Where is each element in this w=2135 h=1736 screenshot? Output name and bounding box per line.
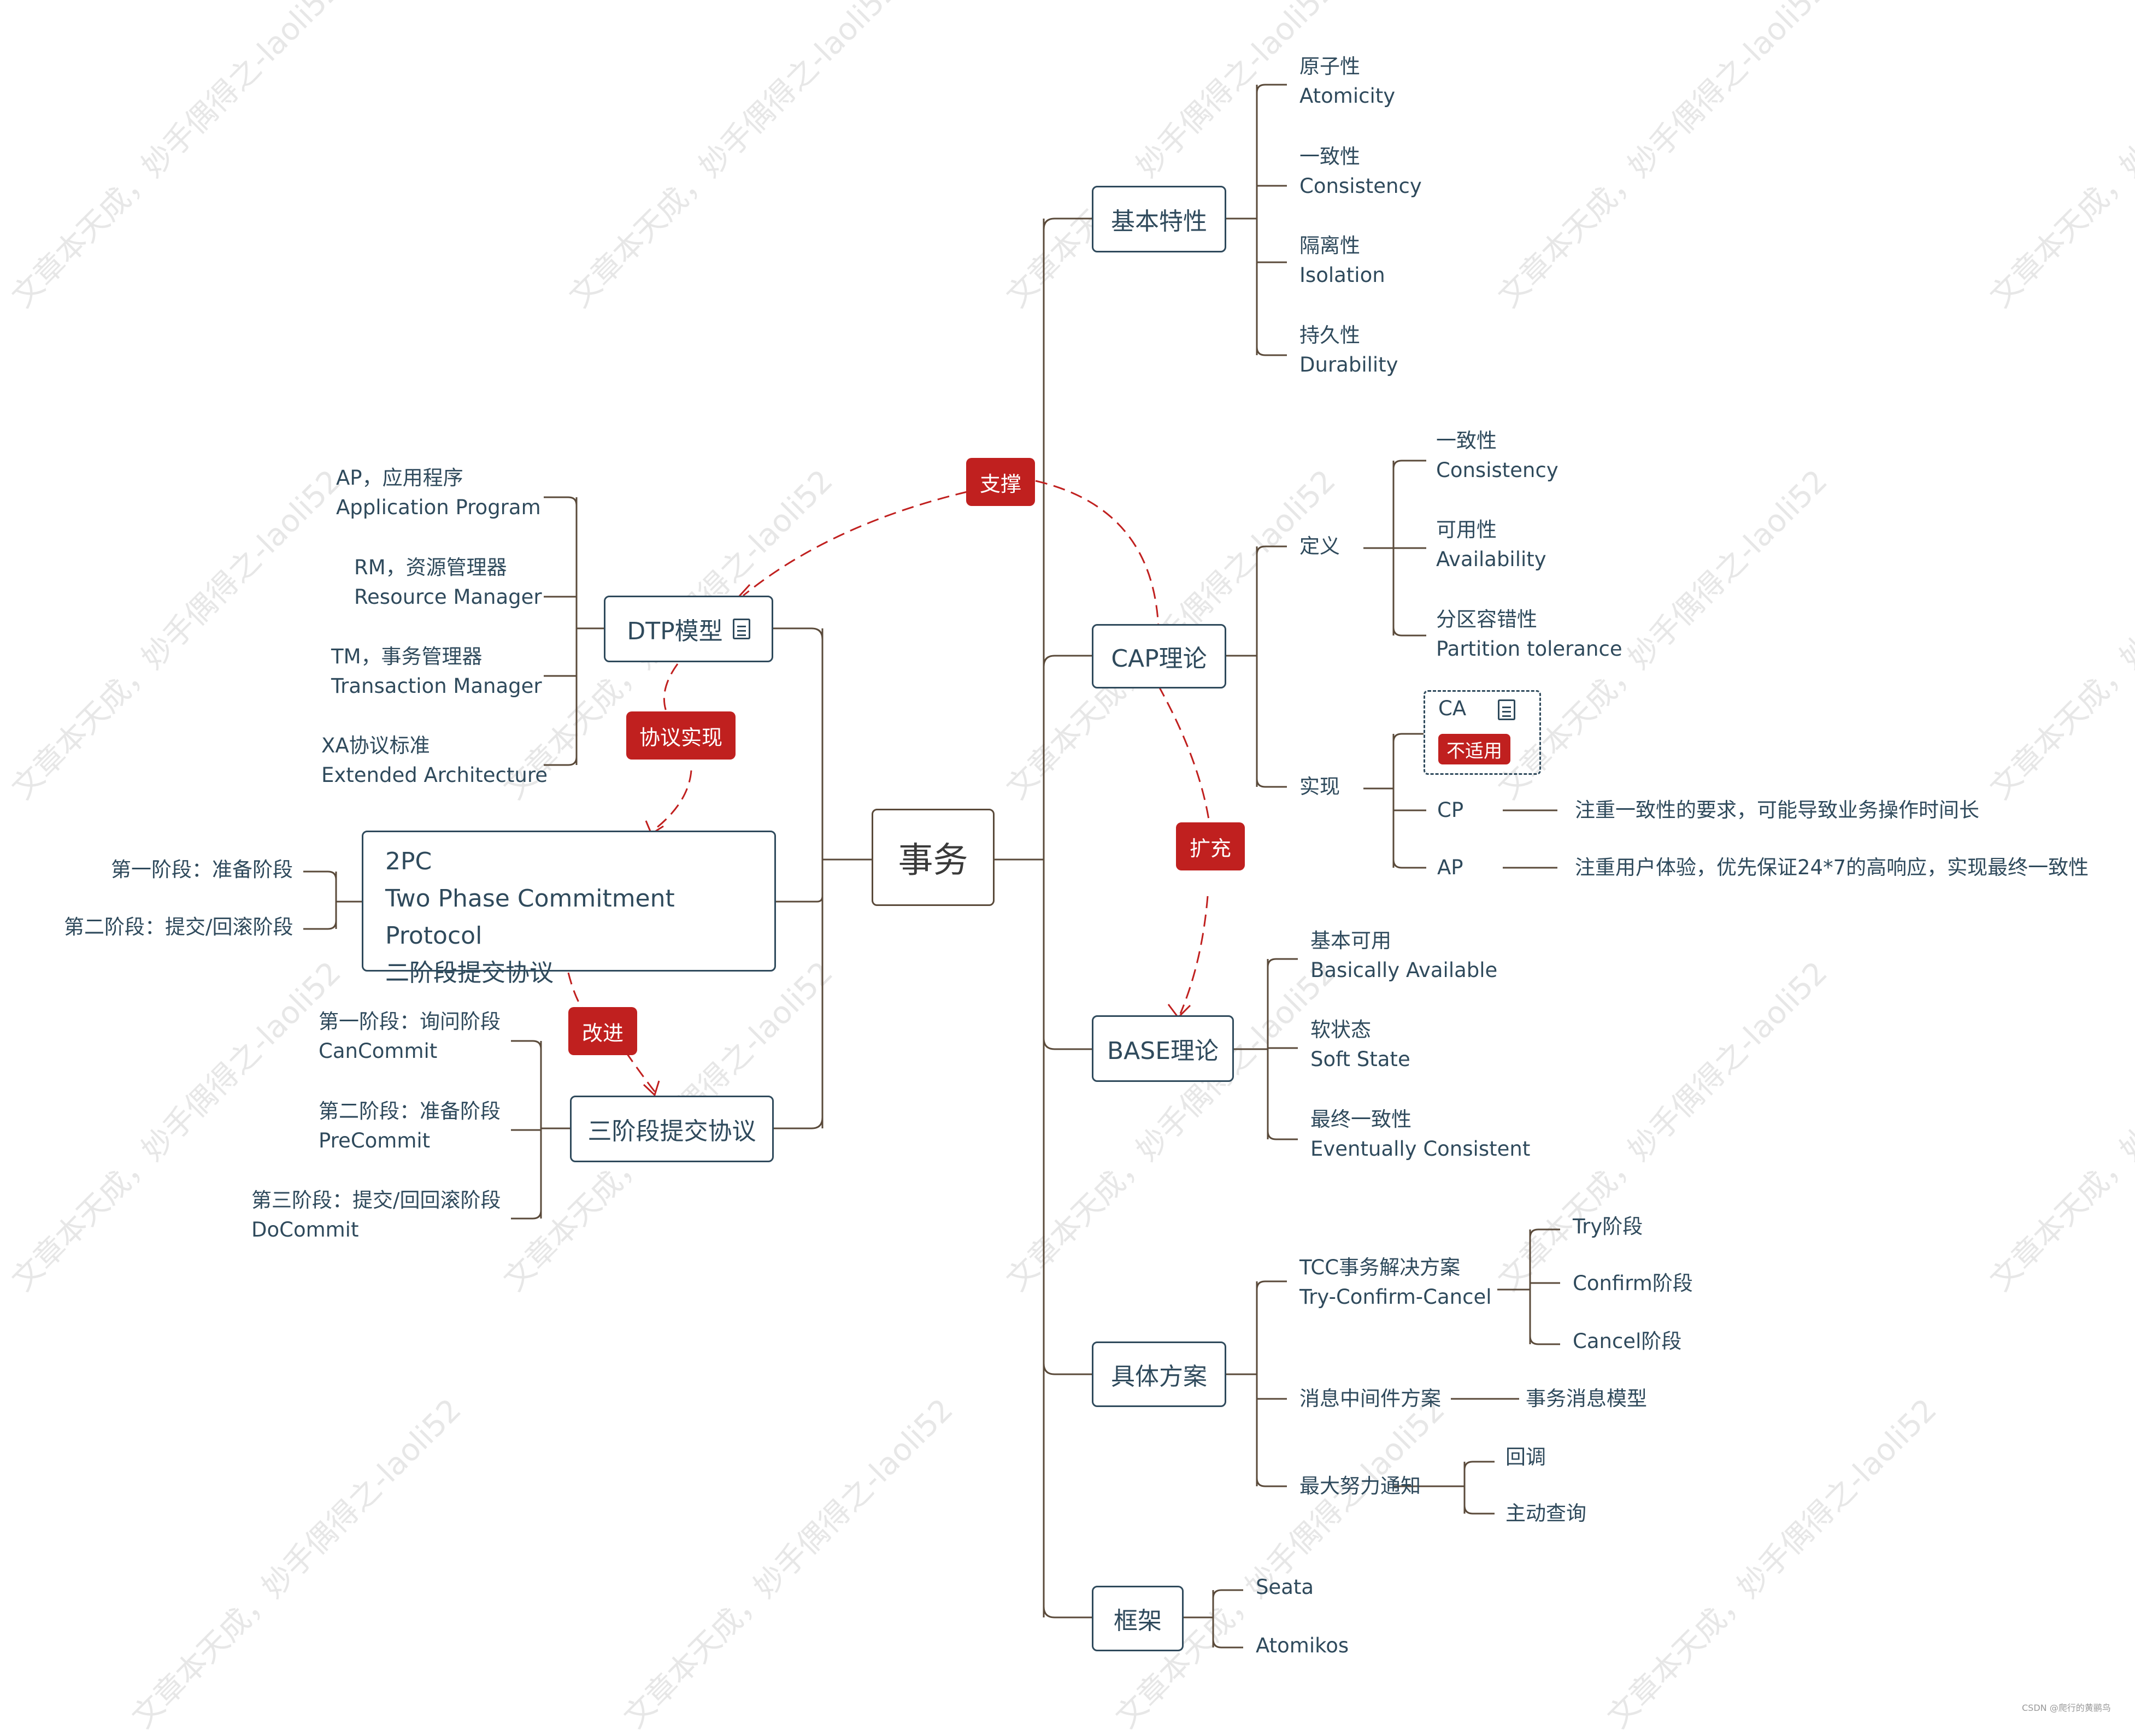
solutions-node[interactable]: 具体方案 (1092, 1341, 1226, 1407)
frameworks-node[interactable]: 框架 (1092, 1586, 1184, 1651)
relation-protocol-tag[interactable]: 协议实现 (626, 711, 736, 760)
cp-label: CP (1437, 798, 1464, 822)
tcc-cancel: Cancel阶段 (1573, 1329, 1682, 1353)
base-theory-node[interactable]: BASE理论 (1092, 1015, 1234, 1082)
relation-extend-tag[interactable]: 扩充 (1176, 822, 1245, 870)
three-phase-commit-node[interactable]: 三阶段提交协议 (570, 1096, 774, 1162)
twopc-phase-1: 第一阶段：准备阶段 (111, 858, 293, 881)
relation-support-tag[interactable]: 支撑 (966, 458, 1035, 506)
best-effort-query: 主动查询 (1505, 1502, 1586, 1525)
note-icon[interactable] (1498, 699, 1516, 720)
cp-note: 注重一致性的要求，可能导致业务操作时间长 (1575, 798, 1979, 822)
mq-solution: 消息中间件方案 (1299, 1387, 1441, 1410)
ap-note: 注重用户体验，优先保证24*7的高响应，实现最终一致性 (1575, 856, 2089, 879)
cap-theory-node[interactable]: CAP理论 (1092, 624, 1226, 688)
ca-not-applicable-tag: 不适用 (1438, 734, 1510, 764)
root-node[interactable]: 事务 (872, 809, 995, 906)
note-icon[interactable] (732, 619, 750, 639)
credit-text: CSDN @爬行的黄鹂鸟 (2022, 1703, 2111, 1713)
dtp-model-node[interactable]: DTP模型 (604, 596, 773, 662)
cap-implementation-label: 实现 (1299, 775, 1340, 798)
best-effort-callback: 回调 (1505, 1445, 1546, 1469)
mq-model: 事务消息模型 (1526, 1387, 1647, 1410)
relation-improve-tag[interactable]: 改进 (568, 1007, 637, 1055)
cap-definition-label: 定义 (1299, 534, 1340, 558)
tcc-confirm: Confirm阶段 (1573, 1272, 1693, 1295)
best-effort: 最大努力通知 (1299, 1474, 1421, 1498)
twopc-phase-2: 第二阶段：提交/回滚阶段 (64, 915, 293, 939)
basic-properties-node[interactable]: 基本特性 (1092, 186, 1226, 252)
ca-box[interactable] (1424, 690, 1541, 775)
tcc-try: Try阶段 (1573, 1215, 1643, 1238)
framework-atomikos: Atomikos (1256, 1634, 1349, 1657)
ap-label: AP (1437, 856, 1463, 879)
framework-seata: Seata (1256, 1575, 1314, 1599)
ca-label: CA (1438, 694, 1516, 723)
two-phase-commit-node[interactable]: 2PC Two Phase Commitment Protocol 二阶段提交协… (362, 831, 776, 987)
